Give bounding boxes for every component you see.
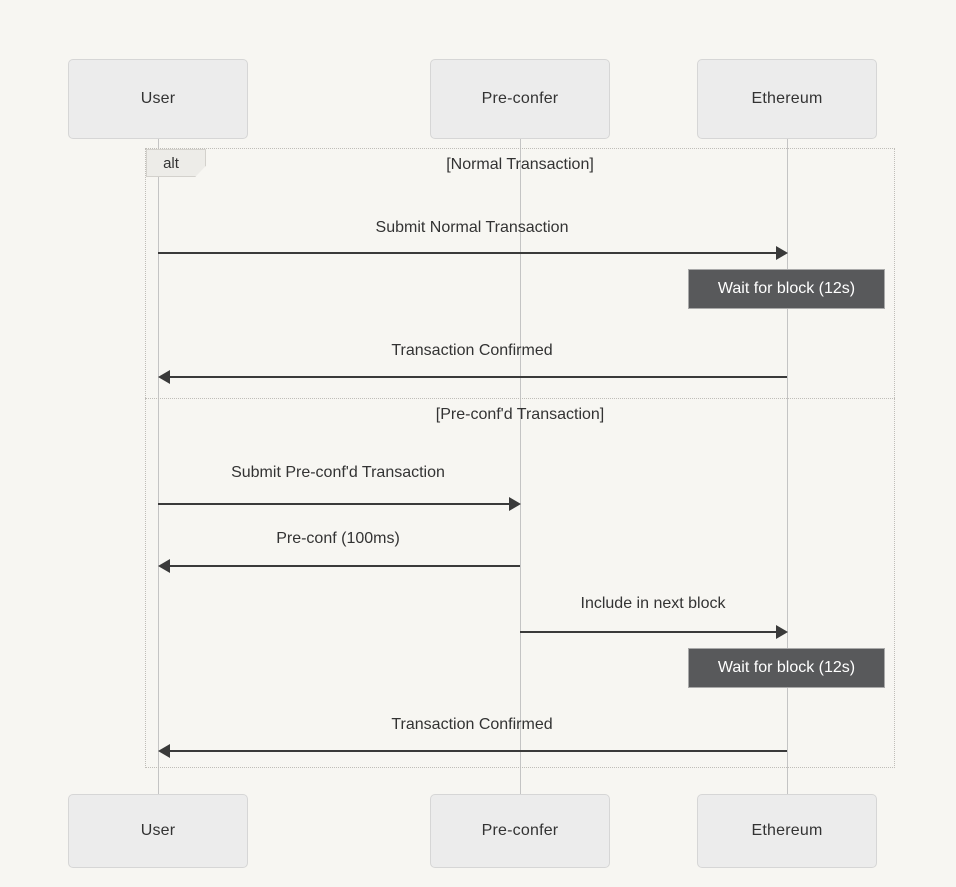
alt-branch-divider [145, 398, 895, 399]
message-label-transaction-confirmed-1: Transaction Confirmed [391, 342, 553, 359]
message-arrowhead-submit-normal-transaction [776, 246, 788, 260]
message-arrowhead-preconf-100ms [158, 559, 170, 573]
message-line-transaction-confirmed-2 [170, 750, 787, 752]
message-line-transaction-confirmed-1 [170, 376, 787, 378]
participant-box-user-bottom[interactable]: User [68, 794, 248, 868]
message-label-submit-preconfd-transaction: Submit Pre-conf'd Transaction [231, 464, 445, 481]
alt-branch-condition-2: [Pre-conf'd Transaction] [435, 406, 605, 423]
participant-box-ethereum-bottom[interactable]: Ethereum [697, 794, 877, 868]
participant-box-preconfer-bottom[interactable]: Pre-confer [430, 794, 610, 868]
lifeline-user [158, 139, 159, 794]
participant-label-ethereum-top: Ethereum [751, 90, 823, 107]
lifeline-ethereum [787, 139, 788, 794]
note-wait-for-block-2: Wait for block (12s) [688, 648, 885, 688]
message-line-submit-normal-transaction [158, 252, 776, 254]
note-wait-for-block-1: Wait for block (12s) [688, 269, 885, 309]
lifeline-preconfer [520, 139, 521, 794]
participant-box-ethereum-top[interactable]: Ethereum [697, 59, 877, 139]
message-label-preconf-100ms: Pre-conf (100ms) [276, 530, 400, 547]
message-line-include-in-next-block [520, 631, 776, 633]
message-label-submit-normal-transaction: Submit Normal Transaction [375, 219, 569, 236]
participant-box-preconfer-top[interactable]: Pre-confer [430, 59, 610, 139]
participant-label-preconfer-top: Pre-confer [481, 90, 559, 107]
note-label-wait-for-block-2: Wait for block (12s) [717, 659, 856, 676]
message-label-include-in-next-block: Include in next block [580, 595, 726, 612]
alt-fragment-tag: alt [146, 149, 206, 177]
alt-fragment-frame [145, 148, 895, 768]
note-label-wait-for-block-1: Wait for block (12s) [717, 280, 856, 297]
alt-branch-condition-1: [Normal Transaction] [446, 156, 594, 173]
participant-label-ethereum-bottom: Ethereum [751, 822, 823, 839]
message-label-transaction-confirmed-2: Transaction Confirmed [391, 716, 553, 733]
alt-fragment-keyword: alt [163, 154, 179, 172]
participant-label-preconfer-bottom: Pre-confer [481, 822, 559, 839]
message-arrowhead-submit-preconfd-transaction [509, 497, 521, 511]
message-arrowhead-transaction-confirmed-1 [158, 370, 170, 384]
message-line-submit-preconfd-transaction [158, 503, 509, 505]
message-arrowhead-include-in-next-block [776, 625, 788, 639]
message-arrowhead-transaction-confirmed-2 [158, 744, 170, 758]
message-line-preconf-100ms [170, 565, 520, 567]
participant-label-user-bottom: User [140, 822, 176, 839]
participant-label-user-top: User [140, 90, 176, 107]
participant-box-user-top[interactable]: User [68, 59, 248, 139]
